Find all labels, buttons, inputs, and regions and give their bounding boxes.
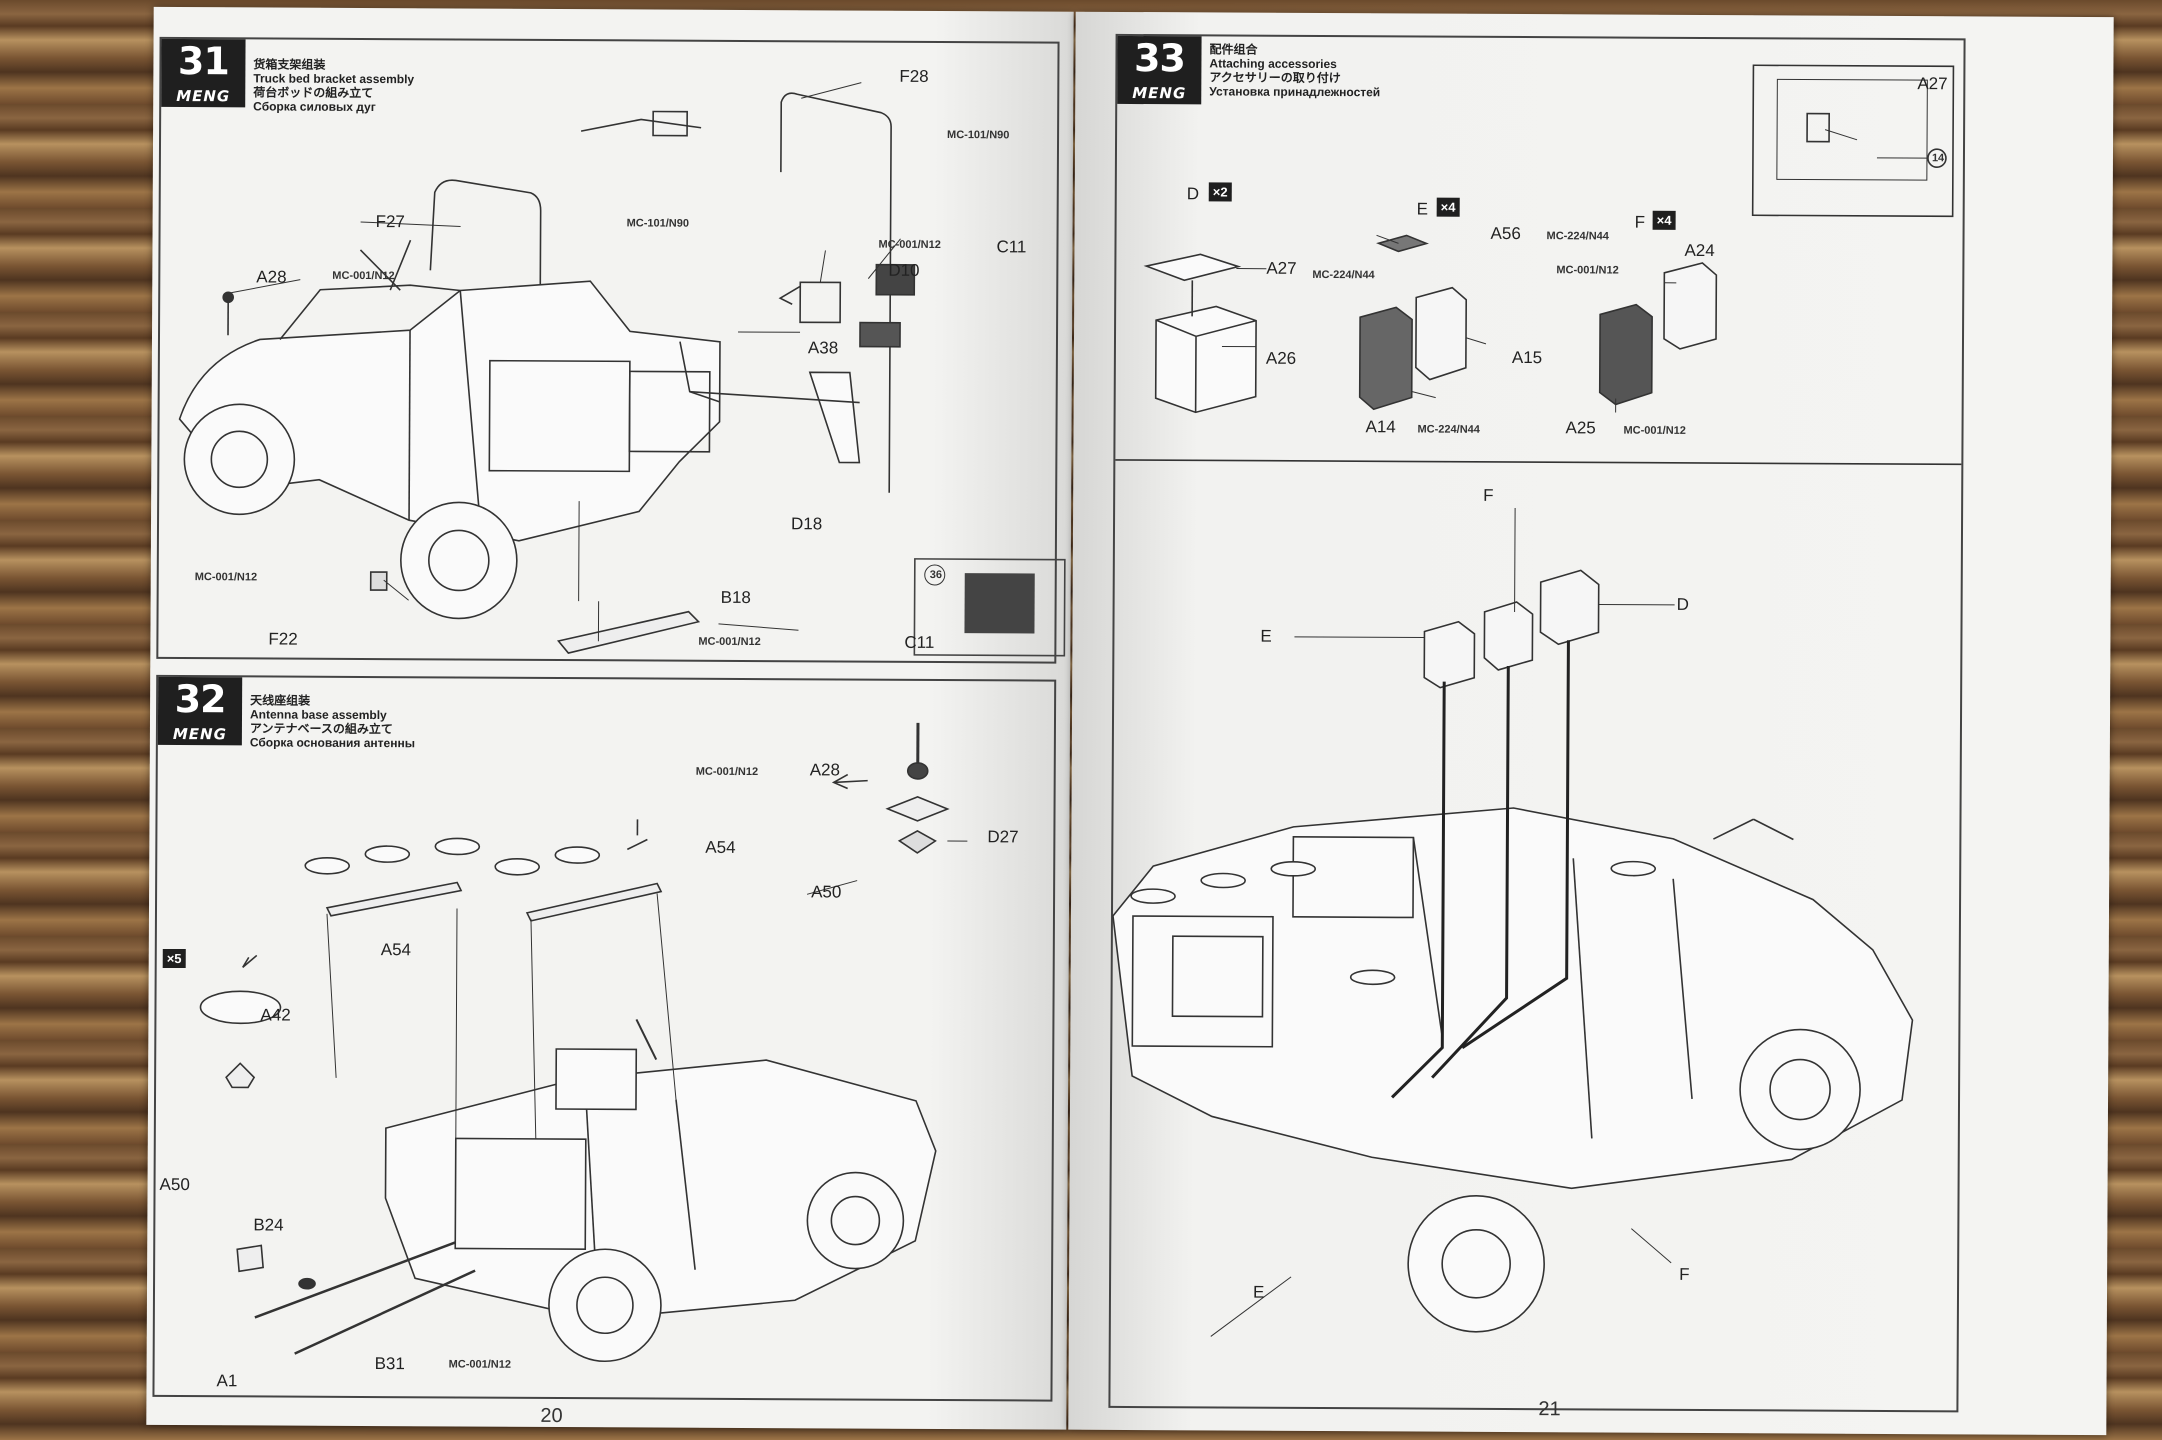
right-page: 33 MENG 配件组合 Attaching accessories アクセサリ… bbox=[1068, 11, 2114, 1436]
paint-code: MC-001/N12 bbox=[194, 571, 258, 584]
paint-code: MC-101/N90 bbox=[947, 129, 1010, 142]
label-a25: A25 bbox=[1565, 418, 1596, 438]
label-a56: A56 bbox=[1490, 223, 1521, 244]
label-e-bottom: E bbox=[1252, 1282, 1265, 1302]
quantity-badge: ×4 bbox=[1652, 210, 1676, 230]
label-a27-inset: A27 bbox=[1917, 74, 1948, 94]
label-c11-inset: C11 bbox=[904, 632, 935, 652]
label-a24: A24 bbox=[1684, 240, 1715, 261]
paint-code: MC-001/N12 bbox=[698, 635, 761, 649]
label-a1: A1 bbox=[216, 1371, 238, 1391]
page-number-right: 21 bbox=[1538, 1398, 1561, 1421]
paint-code: MC-001/N12 bbox=[1556, 264, 1619, 277]
label-f22: F22 bbox=[268, 629, 298, 649]
label-f27: F27 bbox=[375, 212, 405, 232]
page-number-left: 20 bbox=[540, 1404, 563, 1428]
label-b31: B31 bbox=[374, 1354, 405, 1374]
label-a14: A14 bbox=[1365, 417, 1396, 437]
step-31-drawing bbox=[178, 82, 1066, 657]
label-a54-top: A54 bbox=[705, 837, 736, 857]
step-32-drawing bbox=[199, 722, 968, 1363]
label-a26: A26 bbox=[1265, 348, 1297, 368]
label-d27: D27 bbox=[987, 827, 1019, 847]
label-a15: A15 bbox=[1511, 347, 1543, 368]
label-d: D bbox=[1186, 184, 1200, 204]
label-a27: A27 bbox=[1266, 258, 1297, 278]
label-f: F bbox=[1634, 212, 1646, 232]
quantity-badge: ×2 bbox=[1208, 182, 1232, 202]
label-e: E bbox=[1416, 199, 1429, 219]
label-b18: B18 bbox=[720, 587, 751, 608]
paint-code: MC-224/N44 bbox=[1312, 268, 1375, 282]
paint-code: MC-224/N44 bbox=[1417, 423, 1480, 436]
paint-code: MC-001/N12 bbox=[1623, 424, 1686, 437]
label-d18: D18 bbox=[790, 514, 823, 534]
inset-number: 14 bbox=[1931, 152, 1945, 165]
label-a54-left: A54 bbox=[380, 940, 412, 960]
label-b24: B24 bbox=[253, 1215, 284, 1235]
step-31-panel: 31 MENG 货箱支架组装 Truck bed bracket assembl… bbox=[156, 36, 1066, 664]
label-d10: D10 bbox=[888, 260, 920, 280]
instruction-booklet: 31 MENG 货箱支架组装 Truck bed bracket assembl… bbox=[146, 6, 2114, 1436]
inset-number: 36 bbox=[929, 568, 943, 582]
paint-code: MC-224/N44 bbox=[1546, 230, 1609, 243]
label-a50-right: A50 bbox=[811, 882, 842, 902]
paint-code: MC-101/N90 bbox=[626, 217, 689, 230]
paint-code: MC-001/N12 bbox=[695, 765, 759, 779]
label-c11: C11 bbox=[996, 237, 1027, 257]
label-e-left: E bbox=[1260, 626, 1272, 646]
label-a28: A28 bbox=[256, 267, 287, 287]
label-f28: F28 bbox=[899, 66, 929, 86]
paint-code: MC-001/N12 bbox=[878, 238, 941, 252]
label-d-right: D bbox=[1676, 594, 1689, 614]
label-f-bottom: F bbox=[1679, 1264, 1690, 1284]
label-a38: A38 bbox=[807, 338, 839, 358]
label-a42: A42 bbox=[260, 1005, 291, 1025]
roll-bar-f27 bbox=[429, 179, 542, 511]
roll-bar-f28 bbox=[780, 92, 892, 493]
quantity-badge: ×4 bbox=[1436, 197, 1460, 217]
label-a50-left: A50 bbox=[159, 1174, 190, 1195]
step-33-drawing bbox=[1112, 64, 1962, 1337]
label-f-top: F bbox=[1483, 485, 1494, 505]
paint-code: MC-001/N12 bbox=[332, 269, 395, 283]
quantity-badge: ×5 bbox=[162, 948, 186, 969]
paint-code: MC-001/N12 bbox=[448, 1358, 512, 1371]
step-32-panel: 32 MENG 天线座组装 Antenna base assembly アンテナ… bbox=[152, 674, 1057, 1402]
step-33-panel: 33 MENG 配件组合 Attaching accessories アクセサリ… bbox=[1108, 33, 1966, 1413]
left-page: 31 MENG 货箱支架组装 Truck bed bracket assembl… bbox=[146, 6, 1074, 1430]
label-a28: A28 bbox=[809, 760, 841, 780]
